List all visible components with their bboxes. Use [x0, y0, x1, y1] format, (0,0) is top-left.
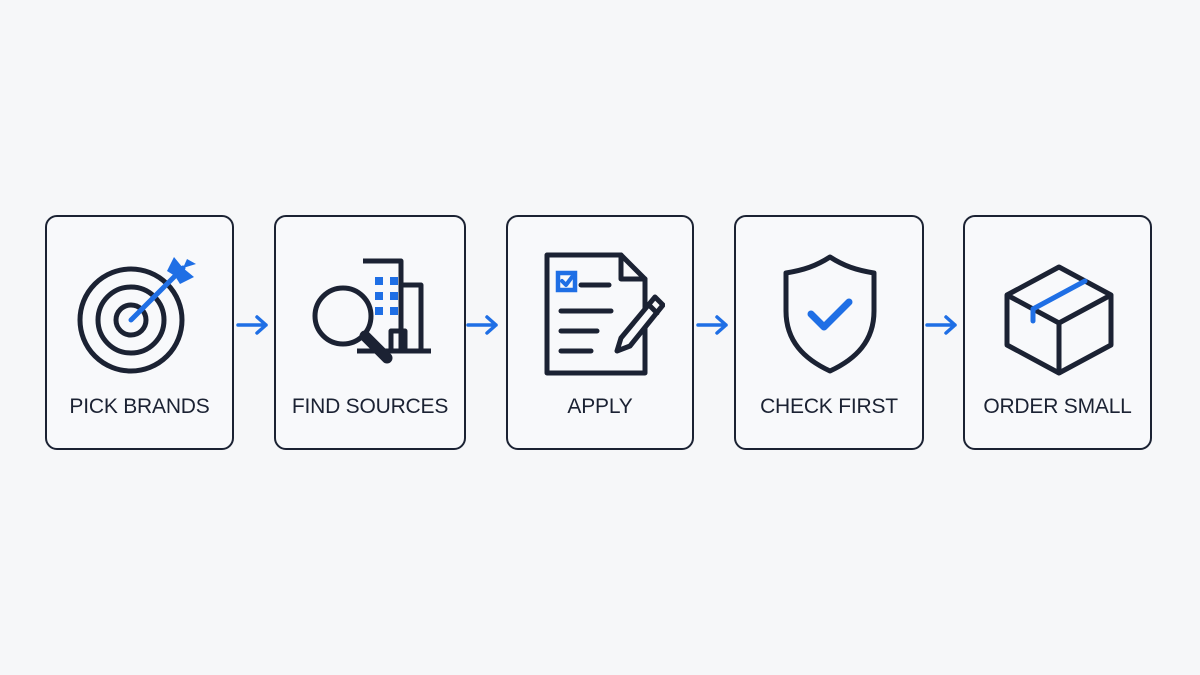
- arrow-right-icon: [236, 315, 268, 335]
- arrow-right-icon: [696, 315, 728, 335]
- step-apply: APPLY: [506, 215, 694, 450]
- step-find-sources: FIND SOURCES: [274, 215, 466, 450]
- step-label: APPLY: [567, 395, 633, 418]
- arrow-right-icon: [466, 315, 498, 335]
- package-box-icon: [1004, 264, 1113, 376]
- document-pencil-icon: [544, 252, 665, 376]
- step-label: ORDER SMALL: [983, 395, 1132, 418]
- step-label: CHECK FIRST: [760, 395, 898, 418]
- step-label: PICK BRANDS: [69, 395, 210, 418]
- step-label: FIND SOURCES: [291, 395, 449, 418]
- shield-check-icon: [783, 254, 877, 374]
- target-arrow-icon: [77, 257, 196, 374]
- arrow-right-icon: [925, 315, 957, 335]
- search-building-icon: [312, 258, 431, 364]
- step-pick-brands: PICK BRANDS: [45, 215, 234, 450]
- step-check-first: CHECK FIRST: [734, 215, 924, 450]
- step-order-small: ORDER SMALL: [963, 215, 1152, 450]
